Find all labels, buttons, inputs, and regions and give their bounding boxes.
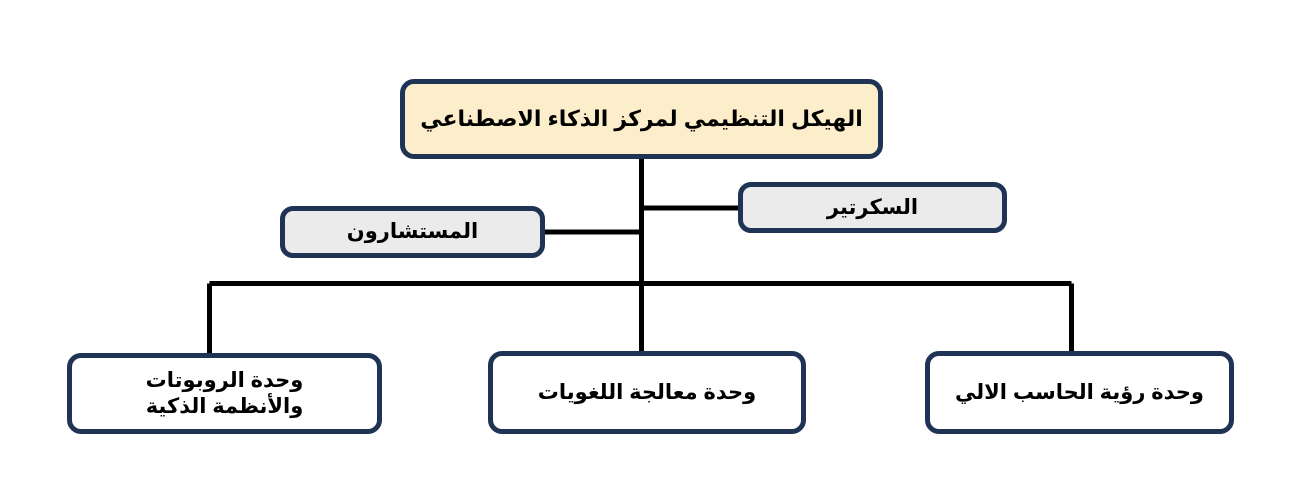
node-unit-nlp-label: وحدة معالجة اللغويات [537,380,757,404]
node-secretary-label: السكرتير [826,195,919,219]
node-secretary[interactable]: السكرتير [738,182,1007,233]
node-advisors-label: المستشارون [346,220,479,244]
node-advisors[interactable]: المستشارون [280,206,545,258]
node-unit-robotics[interactable]: وحدة الروبوتات والأنظمة الذكية [67,353,382,434]
node-unit-nlp[interactable]: وحدة معالجة اللغويات [488,351,806,434]
node-unit-vision-label: وحدة رؤية الحاسب الالي [955,380,1204,404]
node-root-center[interactable]: الهيكل التنظيمي لمركز الذكاء الاصطناعي [400,79,883,159]
node-unit-vision[interactable]: وحدة رؤية الحاسب الالي [925,351,1234,434]
node-root-label: الهيكل التنظيمي لمركز الذكاء الاصطناعي [420,105,863,131]
node-unit-robotics-label: وحدة الروبوتات والأنظمة الذكية [145,368,304,418]
